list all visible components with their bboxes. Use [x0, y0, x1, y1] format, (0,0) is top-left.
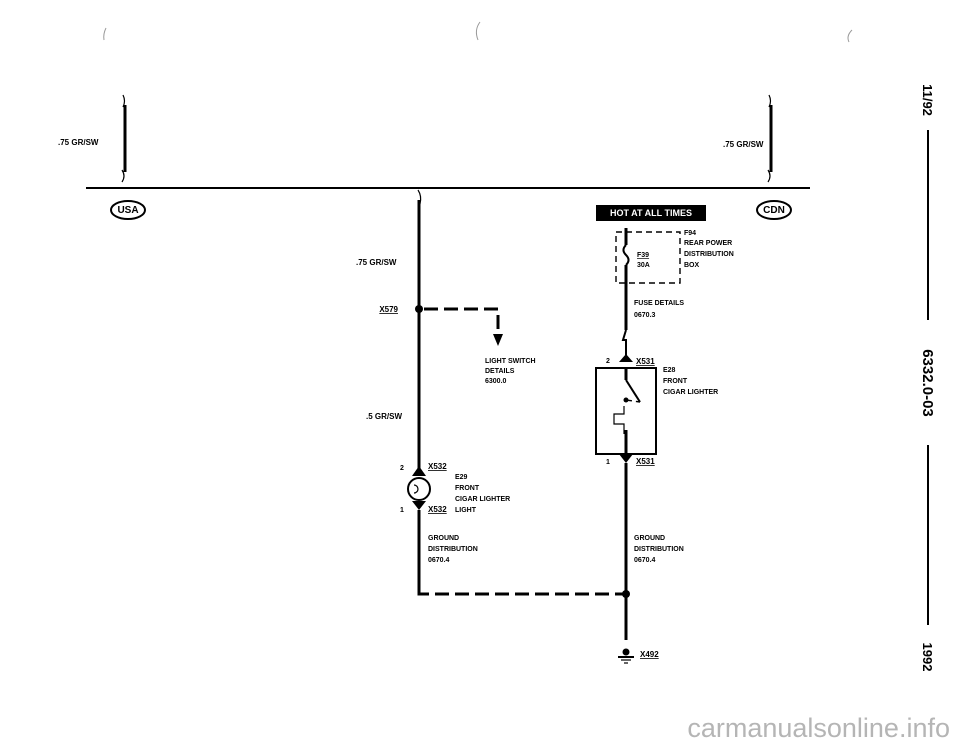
e28-pin-top: 2	[606, 358, 610, 365]
ground-left-line1: GROUND	[428, 535, 459, 542]
e29-line3: LIGHT	[455, 507, 477, 514]
fuse-box-line3: BOX	[684, 262, 700, 269]
fuse-box-ref: F94	[684, 230, 696, 237]
wire-label-top-left: .75 GR/SW	[58, 138, 99, 147]
usa-badge-label: USA	[117, 205, 138, 216]
fuse-box-line2: DISTRIBUTION	[684, 251, 734, 258]
fuse-id: F39	[637, 252, 649, 259]
fuse-details-title: FUSE DETAILS	[634, 300, 684, 307]
fuse-rating: 30A	[637, 262, 650, 269]
cigar-lighter-e28	[595, 329, 657, 640]
usa-branch-wire	[417, 189, 422, 470]
light-switch-line2: DETAILS	[485, 368, 515, 375]
top-left-feed-wire	[121, 94, 127, 183]
e28-connector-bottom: X531	[636, 457, 655, 466]
light-switch-line1: LIGHT SWITCH	[485, 358, 536, 365]
hot-at-all-times-banner: HOT AT ALL TIMES	[596, 205, 706, 221]
e29-line2: CIGAR LIGHTER	[455, 496, 510, 503]
e29-pin-bottom: 1	[400, 507, 404, 514]
ground-left-ref: 0670.4	[428, 557, 450, 564]
fuse-box-line1: REAR POWER	[684, 240, 732, 247]
wire-label-top-right: .75 GR/SW	[723, 140, 764, 149]
ground-left-line2: DISTRIBUTION	[428, 546, 478, 553]
light-switch-ref: 6300.0	[485, 378, 507, 385]
e28-line2: CIGAR LIGHTER	[663, 389, 718, 396]
ground-right-ref: 0670.4	[634, 557, 656, 564]
watermark: carmanualsonline.info	[687, 713, 950, 743]
x579-splice	[415, 305, 503, 346]
e29-pin-top: 2	[400, 465, 404, 472]
cigar-lighter-light-e29	[407, 466, 431, 590]
scan-marks	[103, 21, 853, 43]
rear-power-distribution-box	[615, 228, 681, 330]
usa-badge: USA	[110, 200, 146, 220]
margin-date: 11/92	[920, 84, 935, 116]
e28-ref: E28	[663, 367, 676, 374]
top-right-feed-wire	[767, 94, 773, 183]
ground-symbol-x492	[618, 648, 634, 664]
e29-connector-top: X532	[428, 462, 447, 471]
e28-connector-top: X531	[636, 357, 655, 366]
e29-ref: E29	[455, 474, 468, 481]
fuse-details-ref: 0670.3	[634, 312, 656, 319]
e28-line1: FRONT	[663, 378, 688, 385]
hot-at-all-times-label: HOT AT ALL TIMES	[610, 208, 692, 218]
e29-connector-bottom: X532	[428, 505, 447, 514]
e28-pin-bottom: 1	[606, 459, 610, 466]
e29-line1: FRONT	[455, 485, 480, 492]
cdn-badge: CDN	[756, 200, 792, 220]
ground-right-line1: GROUND	[634, 535, 665, 542]
connector-x579-label: X579	[379, 305, 398, 314]
wire-label-lower-branch: .5 GR/SW	[366, 412, 402, 421]
margin-year: 1992	[920, 643, 935, 672]
ground-return-wire	[417, 590, 630, 598]
cdn-badge-label: CDN	[763, 205, 785, 216]
wire-label-usa-branch: .75 GR/SW	[356, 258, 397, 267]
ground-right-line2: DISTRIBUTION	[634, 546, 684, 553]
ground-point-label: X492	[640, 650, 659, 659]
margin-page-id: 6332.0-03	[919, 349, 936, 417]
